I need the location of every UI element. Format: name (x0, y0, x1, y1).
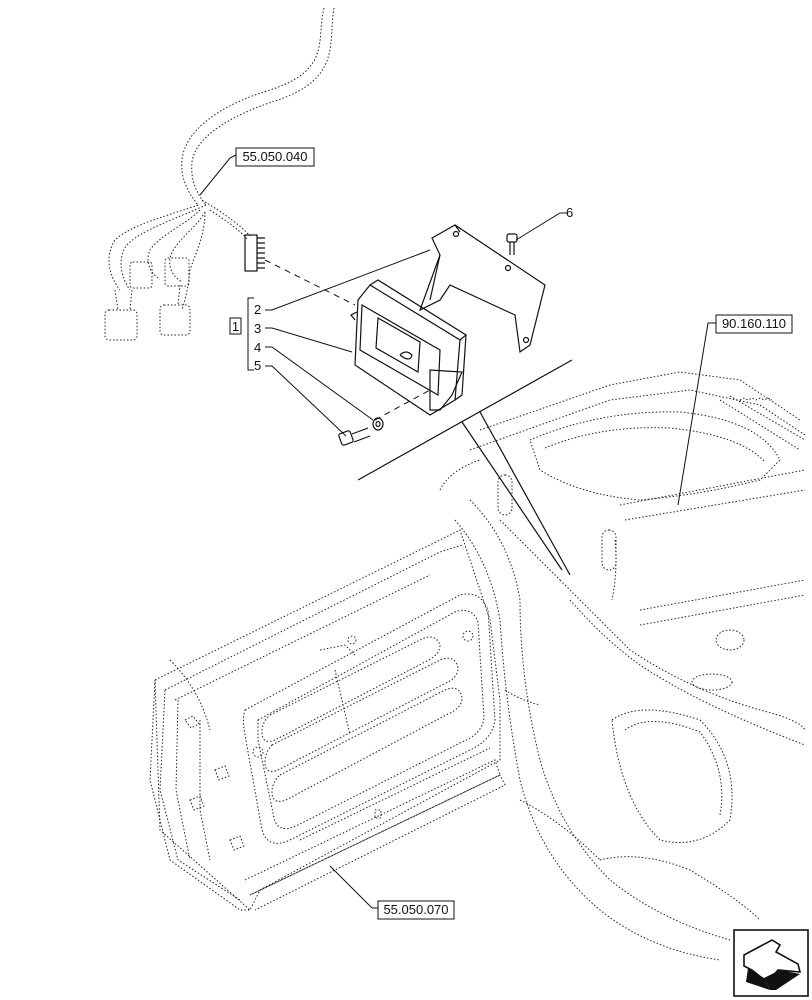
section-line-1 (357, 359, 573, 481)
alignment-dash-2 (374, 389, 431, 421)
callout-2: 2 (254, 302, 261, 317)
callout-4: 4 (254, 340, 261, 355)
group-number: 1 (232, 319, 239, 334)
ref-harness-label: 55.050.040 (242, 149, 307, 164)
ref-cab-label: 90.160.110 (722, 316, 786, 331)
section-line-3 (479, 411, 571, 576)
cab-console (439, 371, 806, 961)
wire-harness (104, 7, 335, 341)
mounting-bracket (418, 224, 546, 354)
ecu-module (350, 279, 468, 416)
bolt-part-5 (338, 427, 371, 446)
ref-harness-box[interactable]: 55.050.040 (235, 147, 315, 167)
callout-3: 3 (254, 321, 261, 336)
next-page-arrow-icon[interactable] (733, 929, 809, 997)
lower-panel-assembly (149, 529, 506, 911)
ref-lower-panel-label: 55.050.070 (383, 902, 448, 917)
comb-connector (244, 234, 265, 272)
alignment-dash-1 (264, 259, 356, 306)
ref-cab-box[interactable]: 90.160.110 (715, 314, 793, 334)
ref-lower-panel-box[interactable]: 55.050.070 (377, 900, 455, 920)
leader-lines (199, 154, 716, 909)
group-callout: 1 2 3 4 5 6 (229, 205, 573, 373)
callout-5: 5 (254, 358, 261, 373)
washer-part-4 (372, 417, 384, 431)
callout-6: 6 (566, 205, 573, 220)
screw-part-6 (506, 233, 518, 255)
